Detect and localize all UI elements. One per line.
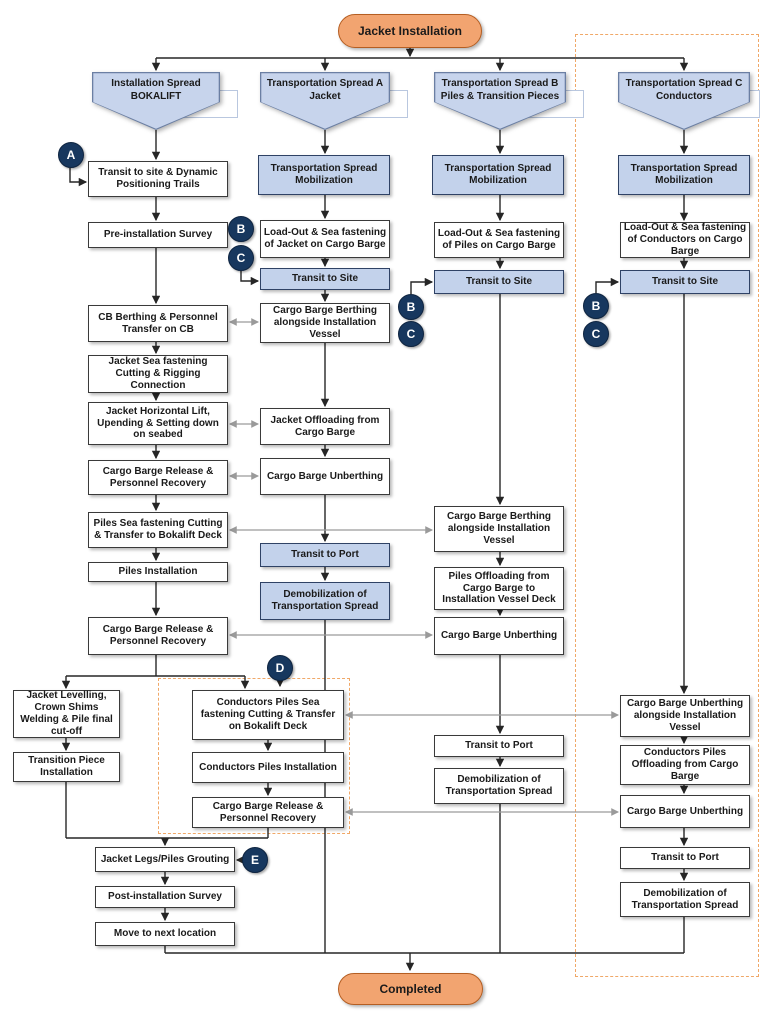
badge-c-spread-c: C (583, 321, 609, 347)
node-cargo-barge-release-2: Cargo Barge Release & Personnel Recovery (88, 617, 228, 655)
node-b-cargo-barge-berthing: Cargo Barge Berthing alongside Installat… (434, 506, 564, 552)
node-b-transit-to-site: Transit to Site (434, 270, 564, 294)
dashed-outline-conductors-group (158, 678, 350, 834)
badge-b-spread-a: B (228, 216, 254, 242)
main-flow-connectors (61, 48, 689, 972)
node-b-loadout-piles: Load-Out & Sea fastening of Piles on Car… (434, 222, 564, 258)
node-a-mobilization: Transportation Spread Mobilization (258, 155, 390, 195)
node-c-transit-to-port: Transit to Port (620, 847, 750, 869)
node-cb-berthing-personnel-transfer: CB Berthing & Personnel Transfer on CB (88, 305, 228, 342)
node-b-cargo-barge-unberthing: Cargo Barge Unberthing (434, 617, 564, 655)
node-jacket-legs-piles-grouting: Jacket Legs/Piles Grouting (95, 847, 235, 872)
node-a-jacket-offloading: Jacket Offloading from Cargo Barge (260, 408, 390, 445)
node-cargo-barge-release-1: Cargo Barge Release & Personnel Recovery (88, 460, 228, 495)
node-c-transit-to-site: Transit to Site (620, 270, 750, 294)
node-piles-seafastening-cutting: Piles Sea fastening Cutting & Transfer t… (88, 512, 228, 548)
badge-c-spread-a: C (228, 245, 254, 271)
badge-d: D (267, 655, 293, 681)
node-a-demobilization: Demobilization of Transportation Spread (260, 582, 390, 620)
node-transition-piece-installation: Transition Piece Installation (13, 752, 120, 782)
node-b-transit-to-port: Transit to Port (434, 735, 564, 757)
node-move-to-next-location: Move to next location (95, 922, 235, 946)
node-post-installation-survey: Post-installation Survey (95, 886, 235, 908)
node-c-loadout-conductors: Load-Out & Sea fastening of Conductors o… (620, 222, 750, 258)
node-conductors-piles-installation: Conductors Piles Installation (192, 752, 344, 783)
node-c-cargo-barge-unberthing: Cargo Barge Unberthing (620, 795, 750, 828)
node-jacket-seafastening-cutting: Jacket Sea fastening Cutting & Rigging C… (88, 355, 228, 393)
badge-e: E (242, 847, 268, 873)
lane-header-label: Installation Spread BOKALIFT (93, 73, 219, 129)
lane-header-spread-c: Transportation Spread C Conductors (618, 72, 750, 130)
node-c-cargo-barge-unberthing-alongside: Cargo Barge Unberthing alongside Install… (620, 695, 750, 737)
node-a-transit-to-site: Transit to Site (260, 268, 390, 290)
node-conductors-cargo-barge-release: Cargo Barge Release & Personnel Recovery (192, 797, 344, 828)
lane-header-label: Transportation Spread A Jacket (261, 73, 389, 129)
badge-c-spread-b: C (398, 321, 424, 347)
node-c-demobilization: Demobilization of Transportation Spread (620, 882, 750, 917)
lane-header-spread-a: Transportation Spread A Jacket (260, 72, 390, 130)
badge-a: A (58, 142, 84, 168)
node-a-cargo-barge-berthing: Cargo Barge Berthing alongside Installat… (260, 303, 390, 343)
node-jacket-levelling: Jacket Levelling, Crown Shims Welding & … (13, 690, 120, 738)
cross-lane-connectors (228, 318, 620, 816)
dashed-outline-spread-c (575, 34, 759, 977)
lane-header-label: Transportation Spread C Conductors (619, 73, 749, 129)
badge-b-spread-b: B (398, 294, 424, 320)
lane-header-installation-spread: Installation Spread BOKALIFT (92, 72, 220, 130)
end-terminator: Completed (338, 973, 483, 1005)
node-piles-installation: Piles Installation (88, 562, 228, 582)
node-c-conductors-offloading: Conductors Piles Offloading from Cargo B… (620, 745, 750, 785)
node-a-loadout-jacket: Load-Out & Sea fastening of Jacket on Ca… (260, 220, 390, 258)
node-b-piles-offloading: Piles Offloading from Cargo Barge to Ins… (434, 567, 564, 610)
start-terminator: Jacket Installation (338, 14, 482, 48)
node-jacket-horizontal-lift: Jacket Horizontal Lift, Upending & Setti… (88, 402, 228, 445)
node-a-transit-to-port: Transit to Port (260, 543, 390, 567)
node-a-cargo-barge-unberthing: Cargo Barge Unberthing (260, 458, 390, 495)
node-conductors-piles-seafastening: Conductors Piles Sea fastening Cutting &… (192, 690, 344, 740)
node-b-demobilization: Demobilization of Transportation Spread (434, 768, 564, 804)
lane-header-spread-b: Transportation Spread B Piles & Transiti… (434, 72, 566, 130)
node-c-mobilization: Transportation Spread Mobilization (618, 155, 750, 195)
node-transit-to-site-dp-trails: Transit to site & Dynamic Positioning Tr… (88, 161, 228, 197)
node-pre-installation-survey: Pre-installation Survey (88, 222, 228, 248)
lane-header-label: Transportation Spread B Piles & Transiti… (435, 73, 565, 129)
node-b-mobilization: Transportation Spread Mobilization (432, 155, 564, 195)
badge-b-spread-c: B (583, 293, 609, 319)
